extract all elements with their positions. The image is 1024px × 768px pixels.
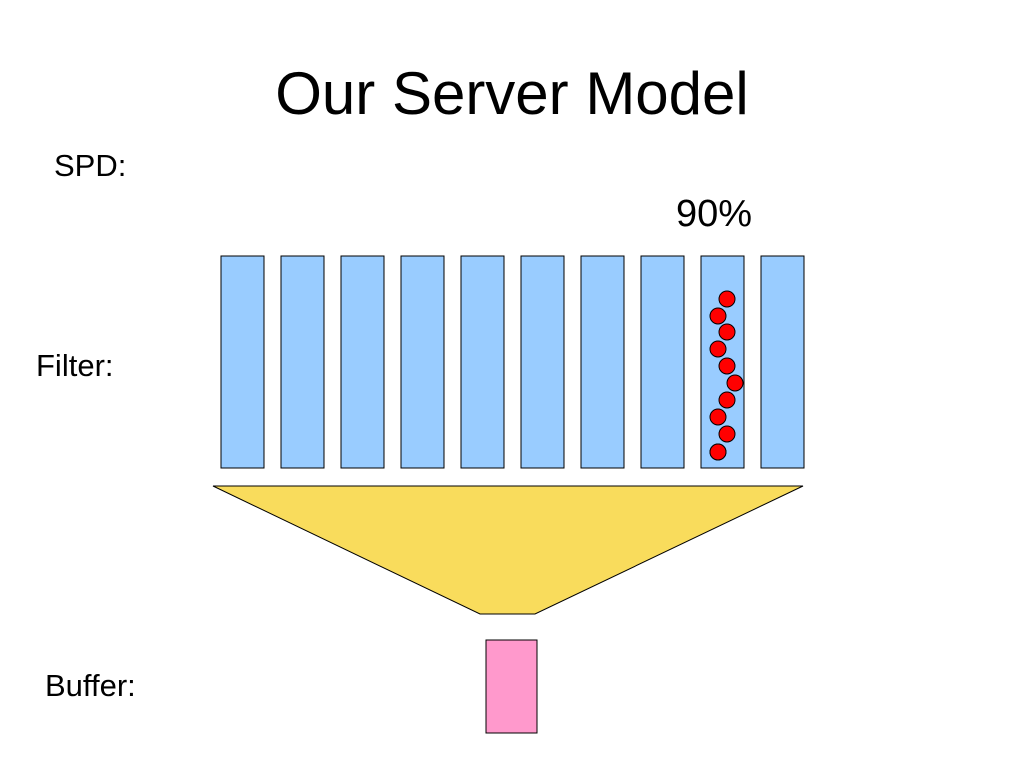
- request-ball: [709, 340, 727, 358]
- request-ball: [718, 425, 736, 443]
- funnel: [212, 485, 804, 615]
- filter-bar-4: [400, 255, 445, 469]
- request-ball: [718, 323, 736, 341]
- request-ball: [726, 374, 744, 392]
- request-balls: [709, 290, 744, 461]
- filter-bar-1: [220, 255, 265, 469]
- request-ball: [709, 408, 727, 426]
- filter-bank: [220, 255, 805, 469]
- slide-title: Our Server Model: [275, 60, 749, 127]
- filter-bar-2: [280, 255, 325, 469]
- request-ball: [718, 290, 736, 308]
- filter-bar-7: [580, 255, 625, 469]
- request-ball: [718, 391, 736, 409]
- filter-bar-6: [520, 255, 565, 469]
- filter-bar-3: [340, 255, 385, 469]
- filter-bar-5: [460, 255, 505, 469]
- buffer-box: [485, 639, 538, 734]
- request-ball: [709, 307, 727, 325]
- spd-label: SPD:: [54, 148, 127, 183]
- request-ball: [709, 443, 727, 461]
- filter-bar-10: [760, 255, 805, 469]
- percent-label: 90%: [676, 193, 753, 235]
- request-ball: [718, 357, 736, 375]
- filter-label: Filter:: [36, 348, 114, 383]
- filter-bar-8: [640, 255, 685, 469]
- buffer-label: Buffer:: [45, 668, 136, 703]
